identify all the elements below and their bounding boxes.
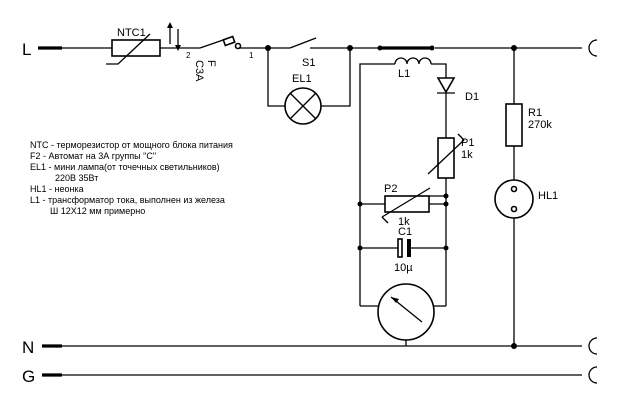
- circuit-breaker: 2 1 F C3A: [186, 35, 254, 82]
- junction-dot: [357, 245, 363, 251]
- note-line: L1 - трансформатор тока, выполнен из жел…: [30, 195, 225, 205]
- note-line: F2 - Автомат на 3А группы "С": [30, 151, 157, 161]
- lamp-label: EL1: [292, 73, 312, 85]
- resistor-r1: R1 270k: [505, 48, 552, 180]
- potentiometer-p1: P1 1k: [427, 133, 474, 199]
- cap-name: C1: [398, 226, 412, 238]
- line-g: G: [22, 367, 582, 386]
- breaker-name: F: [205, 60, 217, 67]
- terminal-label-g: G: [22, 367, 35, 386]
- potentiometer-p2: P2 1k: [360, 183, 446, 228]
- junction-dot: [443, 245, 449, 251]
- capacitor-c1: C1 10µ: [360, 226, 446, 274]
- pot1-name: P1: [461, 137, 474, 149]
- note-line: EL1 - мини лампа(от точечных светильнико…: [30, 162, 220, 172]
- pot2-name: P2: [384, 183, 397, 195]
- breaker-rating: C3A: [193, 60, 205, 82]
- ntc-thermistor: NTC1: [106, 22, 181, 65]
- note-line: HL1 - неонка: [30, 184, 84, 194]
- terminal-label-l: L: [22, 40, 31, 59]
- switch-s1: S1: [289, 37, 317, 69]
- junction-dot: [429, 45, 435, 51]
- pot1-value: 1k: [461, 149, 473, 161]
- inductor-label: L1: [398, 68, 410, 80]
- temperature-arrows-icon: [167, 22, 181, 51]
- junction-dot: [357, 201, 363, 207]
- terminal-socket-g: [588, 366, 598, 384]
- pot2-value: 1k: [398, 216, 410, 228]
- terminal-socket-n: [588, 337, 598, 355]
- meter: [360, 283, 446, 341]
- neon-label: HL1: [538, 190, 558, 202]
- line-n: N: [22, 338, 582, 357]
- note-line: NTC - терморезистор от мощного блока пит…: [30, 140, 233, 150]
- breaker-pin2: 2: [186, 51, 191, 60]
- inductor-l1: L1: [359, 57, 447, 306]
- cap-value: 10µ: [394, 262, 413, 274]
- terminal-socket-l: [588, 39, 598, 57]
- switch-label: S1: [302, 57, 315, 69]
- lamp-el1: EL1: [267, 48, 351, 125]
- resistor-name: R1: [528, 107, 542, 119]
- diode-d1: D1: [436, 77, 479, 138]
- breaker-pin1: 1: [249, 51, 254, 60]
- note-line: Ш 12Х12 мм примерно: [30, 206, 146, 216]
- terminal-label-n: N: [22, 338, 34, 357]
- resistor-value: 270k: [528, 119, 552, 131]
- neon-hl1: HL1: [494, 179, 558, 346]
- junction-dot: [443, 201, 449, 207]
- note-line: 220В 35Вт: [30, 173, 99, 183]
- component-notes: NTC - терморезистор от мощного блока пит…: [30, 140, 330, 217]
- diode-label: D1: [465, 91, 479, 103]
- line-l: L: [22, 40, 582, 59]
- ntc-label: NTC1: [117, 27, 146, 39]
